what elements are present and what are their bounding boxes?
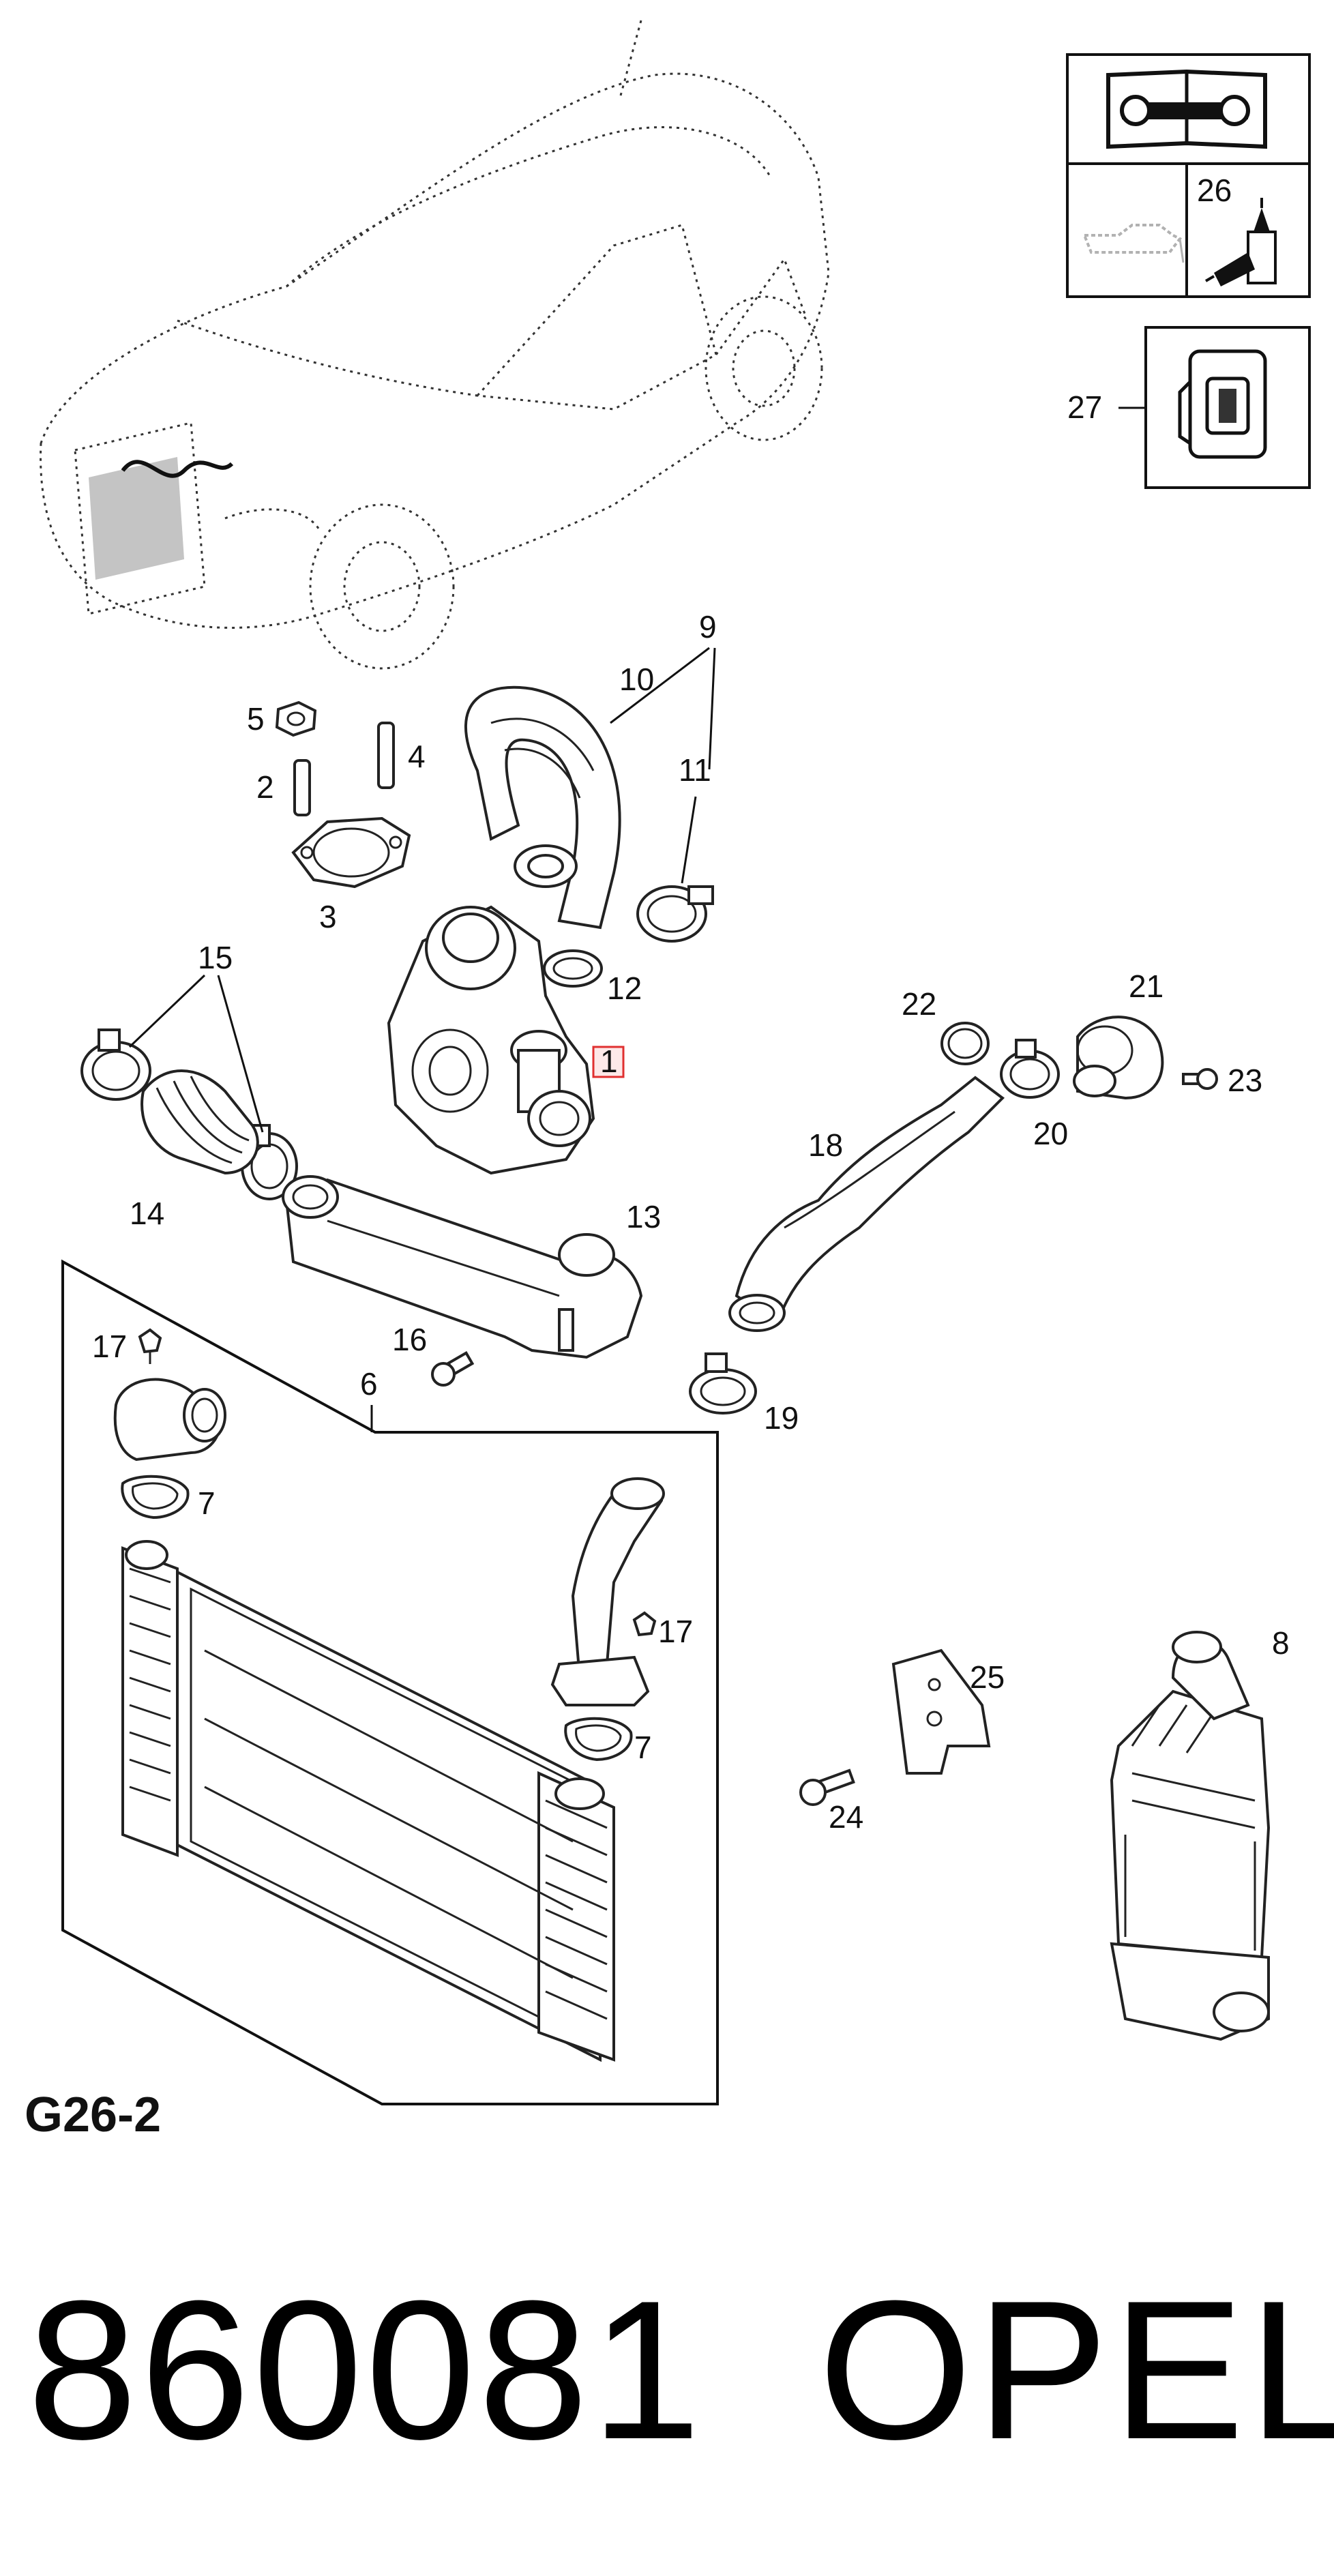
clip-box: 27 xyxy=(1067,326,1311,489)
callout-7-upper: 7 xyxy=(198,1485,216,1521)
bolt-24 xyxy=(799,1768,855,1806)
car-outline-icon xyxy=(40,20,830,670)
sealant-tube-icon xyxy=(1204,198,1277,286)
connector-upper xyxy=(113,1378,226,1462)
callout-26: 26 xyxy=(1197,173,1232,208)
clip-icon xyxy=(1178,349,1267,459)
callout-14: 14 xyxy=(130,1196,164,1231)
part-number: 860081 xyxy=(27,2260,704,2481)
callout-10: 10 xyxy=(619,662,654,697)
hose-clamp-19 xyxy=(689,1352,757,1415)
callout-7-lower: 7 xyxy=(634,1730,652,1765)
callout-22: 22 xyxy=(902,986,936,1022)
callout-20: 20 xyxy=(1033,1116,1068,1151)
hose-clamp-11 xyxy=(636,885,714,943)
radiator-group-frame xyxy=(61,1259,719,2105)
stud-2 xyxy=(293,759,311,816)
hose-clamp-20 xyxy=(1000,1039,1060,1099)
oil-can-icon xyxy=(1082,224,1185,263)
intake-hose xyxy=(464,685,621,930)
callout-5: 5 xyxy=(247,701,265,737)
group-code: G26-2 xyxy=(25,2088,162,2142)
radiator-pipe-upper xyxy=(550,1477,665,1706)
callout-19: 19 xyxy=(764,1400,799,1436)
gasket-3 xyxy=(291,816,411,889)
charge-air-hose-18 xyxy=(728,1076,1005,1332)
stud-4 xyxy=(377,722,395,789)
callout-17-upper: 17 xyxy=(92,1329,127,1364)
highlight-box-1 xyxy=(592,1046,625,1078)
brand-name: OPEL xyxy=(818,2260,1334,2481)
callout-9: 9 xyxy=(699,609,717,645)
nut-5 xyxy=(275,700,317,737)
elbow-21 xyxy=(1073,1016,1164,1100)
hose-clamp-12 xyxy=(543,949,603,988)
bolt-16 xyxy=(431,1350,475,1387)
callout-13: 13 xyxy=(626,1199,661,1234)
bracket-25 xyxy=(891,1648,991,1775)
tool-info-panel: 26 xyxy=(1066,53,1311,298)
bolt-17-upper xyxy=(138,1328,162,1364)
bolt-17-lower xyxy=(632,1611,657,1637)
callout-8: 8 xyxy=(1272,1625,1290,1661)
callout-6: 6 xyxy=(360,1366,378,1402)
callout-12: 12 xyxy=(607,971,642,1006)
callout-4: 4 xyxy=(408,739,426,774)
callout-24: 24 xyxy=(829,1799,863,1835)
callout-11: 11 xyxy=(679,752,711,788)
callout-1: 1 xyxy=(600,1043,618,1079)
hose-clamp-15-left xyxy=(80,1028,151,1101)
callout-27: 27 xyxy=(1067,389,1102,425)
callout-2: 2 xyxy=(256,769,274,805)
bolt-23 xyxy=(1182,1068,1218,1090)
callout-18: 18 xyxy=(808,1127,843,1163)
callout-17-lower: 17 xyxy=(658,1614,693,1649)
charge-air-pipe-13 xyxy=(282,1175,643,1359)
intercooler-8 xyxy=(1110,1631,1271,2041)
callout-25: 25 xyxy=(970,1659,1005,1695)
turbocharger-1 xyxy=(387,905,595,1175)
intercooler-hose-14 xyxy=(140,1069,259,1175)
callout-23: 23 xyxy=(1228,1063,1262,1098)
callout-21: 21 xyxy=(1129,968,1163,1004)
service-manual-icon xyxy=(1106,69,1267,149)
gasket-7-upper xyxy=(121,1475,190,1520)
callout-3: 3 xyxy=(319,899,337,934)
callout-15: 15 xyxy=(198,940,233,975)
callout-16: 16 xyxy=(392,1322,427,1357)
radiator xyxy=(121,1540,615,2062)
o-ring-22 xyxy=(940,1022,990,1065)
gasket-7-lower xyxy=(564,1717,633,1762)
